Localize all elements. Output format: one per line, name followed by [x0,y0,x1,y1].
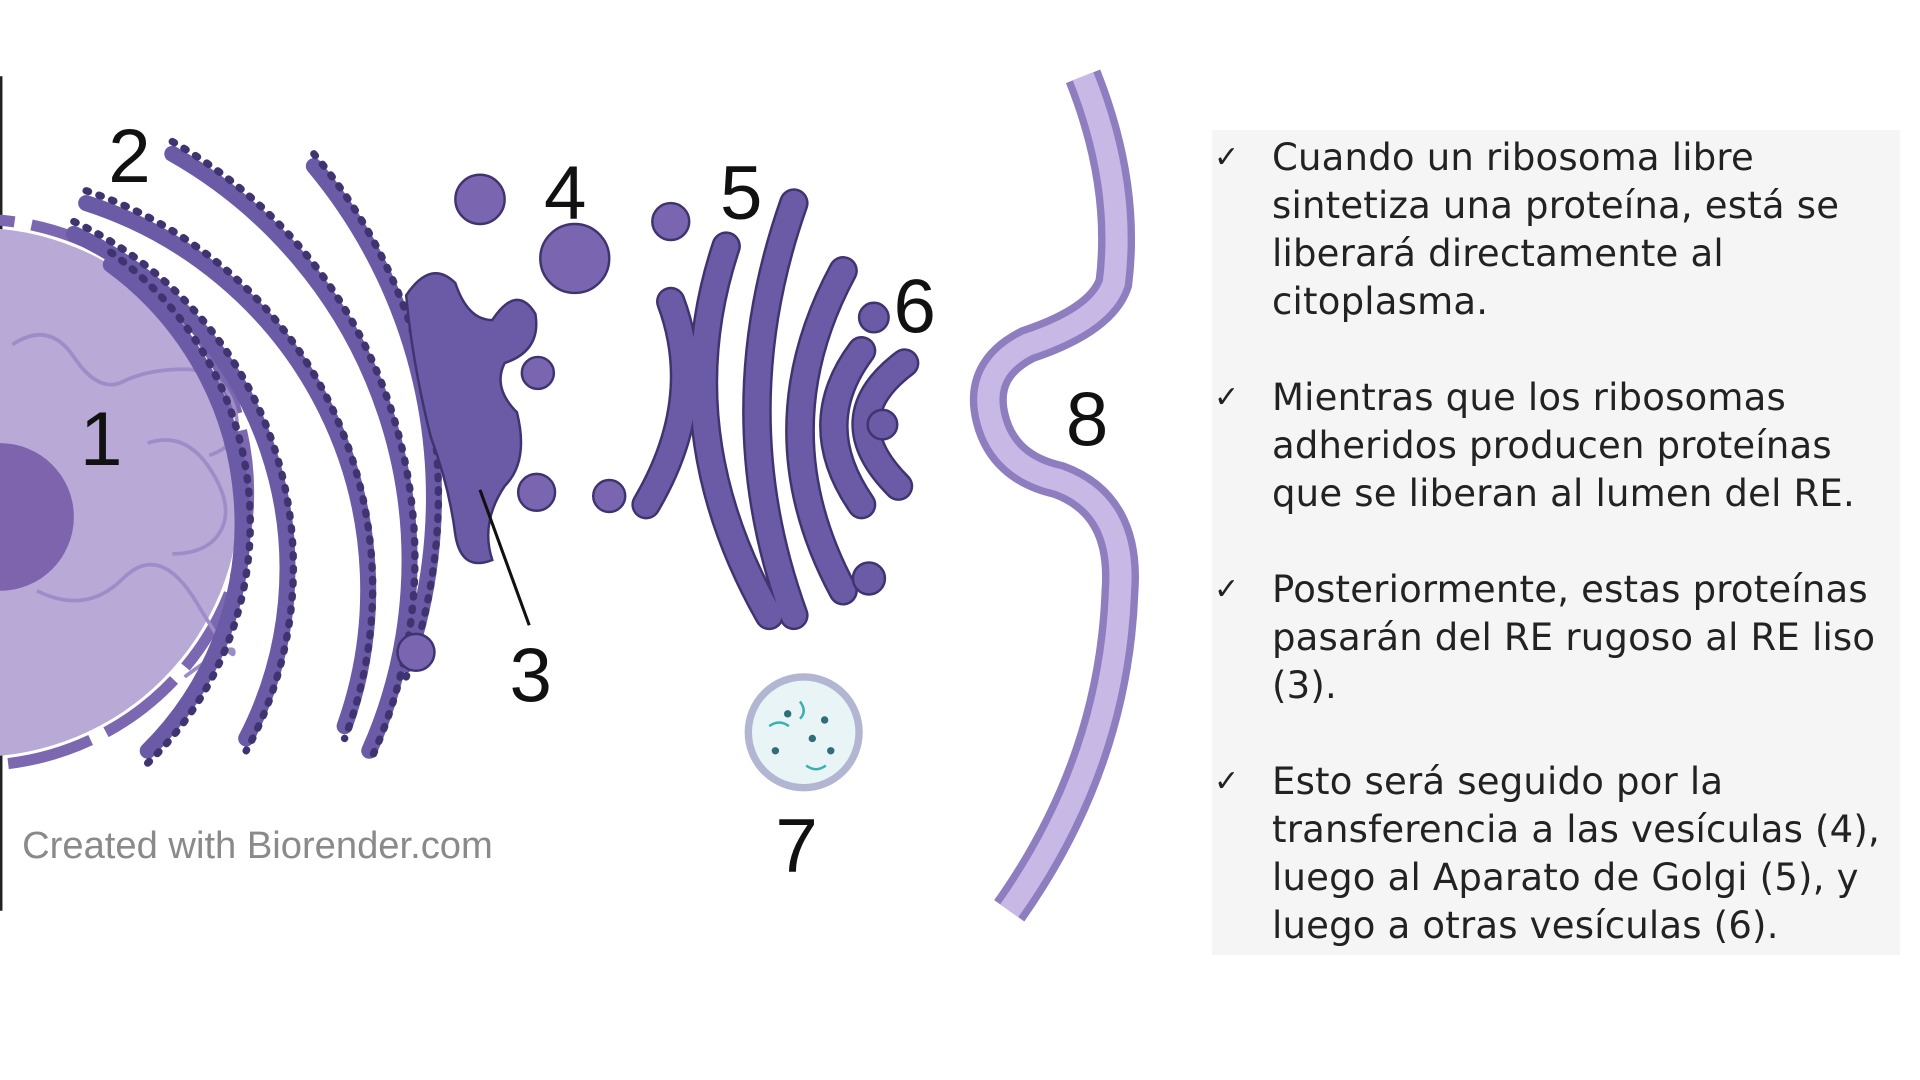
golgi-vesicles [851,301,899,596]
label-7: 7 [775,803,817,888]
check-icon: ✓ [1214,572,1240,607]
label-2: 2 [108,114,150,199]
bullet-text: Mientras que los ribosomas adheridos pro… [1272,376,1855,515]
explanation-box: ✓ Cuando un ribosoma libre sintetiza una… [1212,130,1900,955]
label-8: 8 [1066,378,1108,463]
check-icon: ✓ [1214,380,1240,415]
plasma-membrane [969,69,1139,922]
nucleus [0,214,255,770]
check-icon: ✓ [1214,140,1240,175]
bullet-text: Esto será seguido por la transferencia a… [1272,760,1880,947]
bullet-item: ✓ Mientras que los ribosomas adheridos p… [1212,374,1900,518]
biorender-credit: Created with Biorender.com [22,824,493,867]
bullet-item: ✓ Esto será seguido por la transferencia… [1212,758,1900,950]
bullet-text: Posteriormente, estas proteínas pasarán … [1272,568,1876,707]
golgi-apparatus [631,188,920,631]
check-icon: ✓ [1214,764,1240,799]
vesicles [396,173,691,673]
label-1: 1 [80,397,122,482]
nucleolus [0,443,74,591]
label-5: 5 [720,151,762,236]
label-3-pointer [478,489,531,626]
label-4: 4 [544,151,586,236]
bullet-text: Cuando un ribosoma libre sintetiza una p… [1272,136,1840,323]
bullet-item: ✓ Posteriormente, estas proteínas pasará… [1212,566,1900,710]
smooth-er [404,272,538,565]
label-3: 3 [510,634,552,719]
lysosome [744,673,863,792]
label-6: 6 [894,264,936,349]
bullet-item: ✓ Cuando un ribosoma libre sintetiza una… [1212,134,1900,326]
